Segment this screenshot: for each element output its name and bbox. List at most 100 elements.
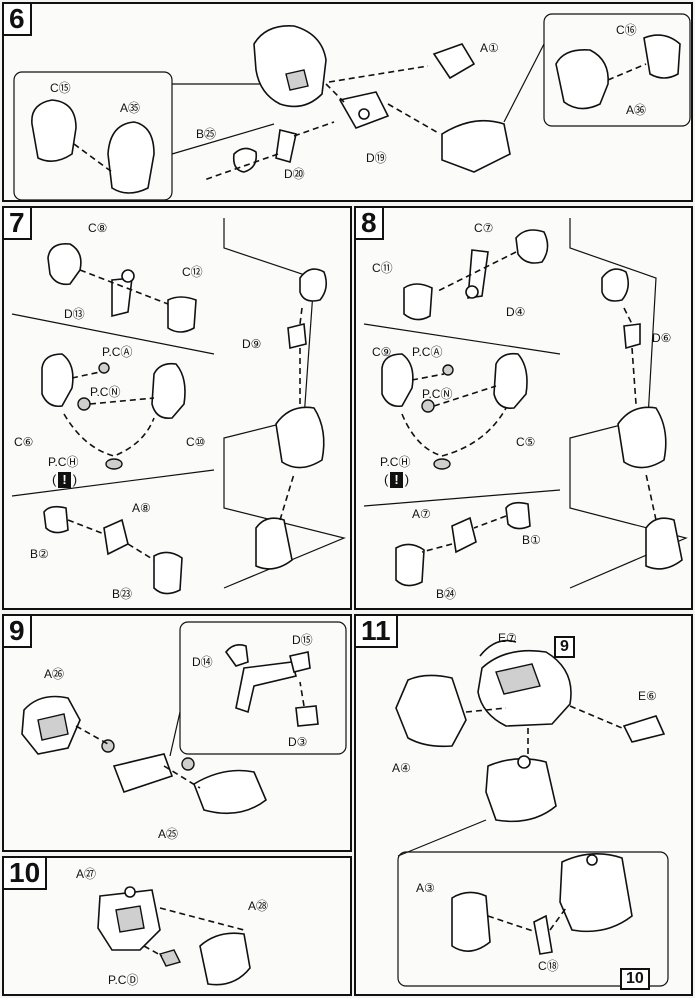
label-c18: C⑱ (538, 959, 559, 973)
part-forearm (275, 406, 325, 469)
step-7-panel: 7 (2, 206, 352, 610)
warning-icon: ! (58, 472, 71, 488)
label-d6: D⑥ (652, 331, 672, 345)
label-a8: A⑧ (132, 501, 151, 515)
part-b1 (505, 501, 531, 530)
label-a3: A③ (416, 881, 435, 895)
part-c16 (643, 34, 681, 79)
step-11-number: 11 (356, 616, 398, 648)
step-8-number: 8 (356, 208, 384, 240)
part-c5 (493, 352, 528, 410)
part-pc-d (158, 949, 182, 967)
label-c6: C⑥ (14, 435, 34, 449)
inset-step9 (179, 621, 347, 755)
label-a27: A㉗ (76, 867, 97, 881)
part-c6 (41, 353, 74, 408)
warning-note: (!) (52, 472, 78, 488)
label-d4: D④ (506, 305, 526, 319)
part-upper (253, 25, 327, 108)
part-e6 (622, 715, 666, 743)
part-b23 (153, 551, 183, 595)
step-10-number: 10 (4, 858, 48, 890)
step-11-drawing (395, 639, 669, 987)
step-9-drawing (21, 621, 347, 815)
label-a35: A㉟ (120, 101, 141, 115)
label-c10: C⑩ (186, 435, 206, 449)
label-b23: B㉓ (112, 587, 133, 601)
label-c8: C⑧ (88, 221, 108, 235)
label-d3: D③ (288, 735, 308, 749)
label-c11: C⑪ (372, 261, 393, 275)
part-a36 (555, 48, 609, 110)
part-d13 (111, 277, 133, 318)
label-e7: E⑦ (498, 631, 517, 645)
part-joint (235, 661, 297, 714)
part-d14 (224, 644, 249, 667)
label-c9: C⑨ (372, 345, 392, 359)
part-b2 (43, 505, 69, 534)
label-a25: A㉕ (158, 827, 179, 841)
label-e6: E⑥ (638, 689, 657, 703)
part-pc-n (77, 397, 91, 411)
part-waist (485, 758, 557, 823)
inset-right (543, 13, 691, 127)
label-c15: C⑮ (50, 81, 71, 95)
part-pc-a (98, 362, 110, 374)
label-d19: D⑲ (366, 151, 387, 165)
inset-step11 (397, 851, 669, 987)
label-a4: A④ (392, 761, 411, 775)
step-9-number: 9 (4, 616, 32, 648)
part-c7 (515, 229, 549, 264)
part-d9 (287, 322, 307, 350)
inset-left (13, 71, 173, 200)
step-7-number: 7 (4, 208, 32, 240)
ref-step-10: 10 (620, 968, 650, 990)
label-b1: B① (522, 533, 541, 547)
part-a3 (451, 891, 491, 952)
label-pc-h-r: P.CⒽ (380, 455, 411, 469)
part-a25 (193, 769, 267, 815)
part-pc-h-r (433, 458, 451, 470)
step-10-panel: 10 A㉗ A㉘ P.CⒹ (2, 856, 352, 996)
label-pc-a: P.CⒶ (102, 345, 133, 359)
part-hand (255, 517, 293, 570)
part-waist-inset (559, 853, 633, 933)
label-d13: D⑬ (64, 307, 85, 321)
part-pc-n-r (421, 399, 435, 413)
part-b24 (395, 543, 425, 587)
part-forearm-r (617, 406, 667, 469)
step-10-drawing (97, 886, 251, 986)
part-b25 (232, 147, 258, 173)
label-a7: A⑦ (412, 507, 431, 521)
part-c9 (381, 353, 414, 408)
label-pc-n: P.CⓃ (90, 385, 121, 399)
step-6-number: 6 (4, 4, 32, 36)
part-d20 (275, 129, 297, 164)
part-c15 (31, 99, 77, 162)
part-pc-h (105, 458, 123, 470)
part-a7 (451, 516, 477, 554)
part-frame (112, 753, 174, 794)
label-pc-a-r: P.CⒶ (412, 345, 443, 359)
label-d9: D⑨ (242, 337, 262, 351)
warning-note-r: (!) (384, 472, 410, 488)
ref-step-9: 9 (554, 636, 575, 658)
step-9-panel: 9 A㉖ D⑭ D⑮ D③ A㉕ (2, 614, 352, 852)
step-6-drawing (13, 13, 691, 200)
label-c16: C⑯ (616, 23, 637, 37)
label-c12: C⑫ (182, 265, 203, 279)
step-6-panel: 6 (2, 2, 693, 202)
part-c12 (167, 296, 197, 333)
part-a28 (199, 932, 251, 986)
label-pc-d: P.CⒹ (108, 973, 139, 987)
part-c10 (151, 362, 186, 420)
part-d3 (295, 705, 319, 727)
part-a4 (395, 674, 467, 748)
label-pc-n-r: P.CⓃ (422, 387, 453, 401)
part-a35 (107, 121, 155, 194)
label-b2: B② (30, 547, 49, 561)
part-pc-a-r (442, 364, 454, 376)
part-c8 (47, 242, 82, 286)
label-a26: A㉖ (44, 667, 65, 681)
